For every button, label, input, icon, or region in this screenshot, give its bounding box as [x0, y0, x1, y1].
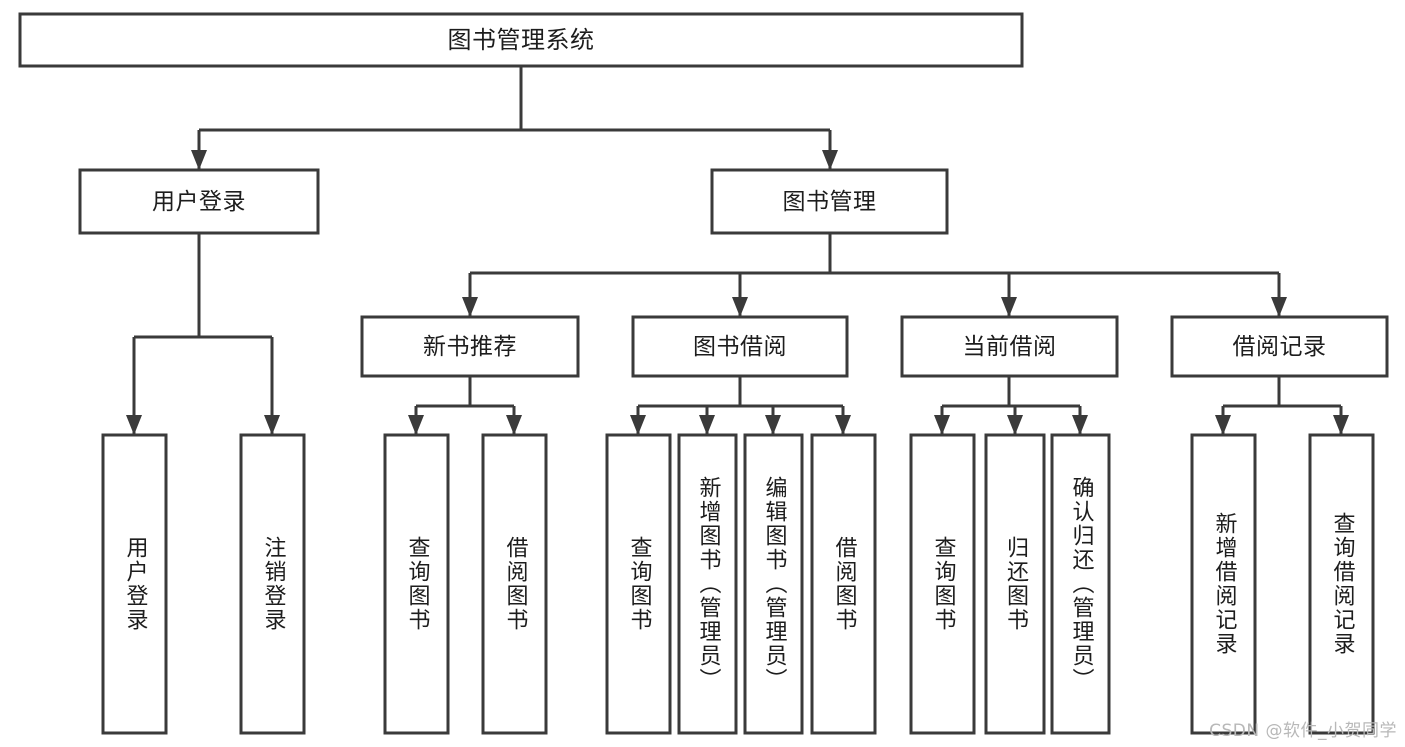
leaf-box-leaf-query-borrow-record[interactable] — [1308, 433, 1375, 735]
leaf-box-leaf-borrow-book[interactable] — [810, 433, 877, 735]
arrowhead-conn-leaf-borrow-book-recommend — [506, 415, 522, 435]
leaf-box-leaf-user-logout[interactable] — [239, 433, 306, 735]
arrowhead-conn-leaf-add-book — [699, 415, 715, 435]
level3-label-new-book-recommend: 新书推荐 — [423, 334, 517, 360]
leaf-box-leaf-confirm-return[interactable] — [1050, 433, 1111, 735]
leaf-box-leaf-return-book[interactable] — [984, 433, 1046, 735]
leaf-box-leaf-add-book[interactable] — [677, 433, 738, 735]
arrowhead-conn-leaf-query-book-recommend — [408, 415, 424, 435]
leaf-box-leaf-user-login[interactable] — [101, 433, 168, 735]
arrowhead-conn-leaf-edit-book — [765, 415, 781, 435]
leaf-box-leaf-query-book-recommend[interactable] — [383, 433, 450, 735]
level2-box-user-login[interactable] — [78, 168, 320, 235]
arrowhead-conn-leaf-user-logout — [264, 415, 280, 435]
level3-label-current-borrow: 当前借阅 — [963, 334, 1057, 360]
level3-box-new-book-recommend[interactable] — [360, 315, 580, 378]
level3-label-borrow-record: 借阅记录 — [1233, 334, 1327, 360]
leaf-box-leaf-query-book-borrow[interactable] — [605, 433, 672, 735]
arrowhead-conn-level2-user-login — [191, 150, 207, 170]
leaf-box-leaf-query-book-current[interactable] — [909, 433, 976, 735]
level3-box-current-borrow[interactable] — [900, 315, 1119, 378]
root-label-root: 图书管理系统 — [448, 26, 595, 54]
arrowhead-conn-level3-new-book — [462, 297, 478, 317]
leaf-box-leaf-add-borrow-record[interactable] — [1190, 433, 1257, 735]
level2-label-user-login: 用户登录 — [152, 189, 246, 215]
arrowhead-conn-leaf-return-book — [1007, 415, 1023, 435]
leaf-box-leaf-edit-book[interactable] — [743, 433, 804, 735]
node-box-layer — [18, 12, 1389, 735]
arrowhead-conn-leaf-query-borrow-record — [1333, 415, 1349, 435]
arrowhead-conn-level2-book-manage — [822, 150, 838, 170]
arrowhead-conn-leaf-query-book-current — [934, 415, 950, 435]
arrowhead-conn-leaf-confirm-return — [1072, 415, 1088, 435]
leaf-box-leaf-borrow-book-recommend[interactable] — [481, 433, 548, 735]
watermark-text: CSDN @软件_小贺同学 — [1209, 721, 1397, 741]
arrowhead-conn-level3-current-borrow — [1001, 297, 1017, 317]
arrowhead-conn-level3-borrow-record — [1271, 297, 1287, 317]
level3-label-book-borrow: 图书借阅 — [693, 334, 787, 360]
arrowhead-conn-leaf-add-borrow-record — [1215, 415, 1231, 435]
level2-box-book-manage[interactable] — [710, 168, 949, 235]
level2-label-book-manage: 图书管理 — [783, 189, 877, 215]
level3-box-book-borrow[interactable] — [631, 315, 849, 378]
connector-layer — [126, 66, 1349, 435]
arrowhead-conn-leaf-user-login — [126, 415, 142, 435]
arrowhead-conn-leaf-borrow-book — [835, 415, 851, 435]
root-box-root[interactable] — [18, 12, 1024, 68]
arrowhead-conn-leaf-query-book-borrow — [630, 415, 646, 435]
arrowhead-conn-level3-book-borrow — [732, 297, 748, 317]
level3-box-borrow-record[interactable] — [1170, 315, 1389, 378]
